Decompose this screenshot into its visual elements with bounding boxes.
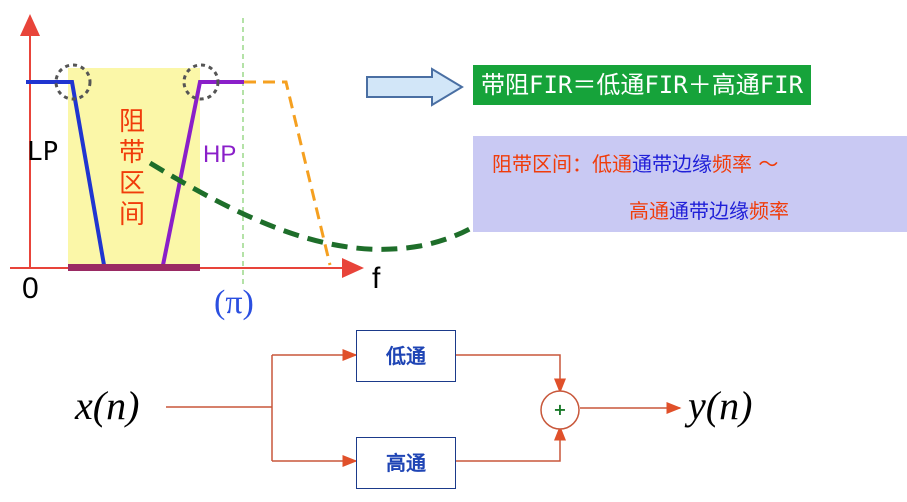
adder-plus: + bbox=[553, 400, 567, 419]
stopband-text: 阻 带 区 间 bbox=[119, 107, 149, 231]
note-passband-edge: 通带边缘 bbox=[632, 152, 712, 176]
hp-edge-circle bbox=[182, 63, 220, 101]
equals-arrow bbox=[366, 67, 464, 107]
adder-circle bbox=[540, 390, 580, 430]
lowpass-block: 低通 bbox=[356, 330, 456, 382]
note-stopband-lowpass: 阻带区间：低通 bbox=[492, 152, 632, 176]
stopband-char: 阻 bbox=[119, 107, 146, 137]
stopband-char: 区 bbox=[119, 169, 146, 199]
stopband-char: 间 bbox=[119, 200, 146, 230]
output-signal: y(n) bbox=[688, 383, 753, 428]
pi-label: (π) bbox=[214, 284, 254, 321]
highpass-block: 高通 bbox=[356, 437, 456, 489]
note-frequency: 频率 bbox=[749, 199, 789, 223]
hp-response bbox=[161, 80, 244, 266]
note-line-2: 高通通带边缘频率 bbox=[629, 195, 789, 224]
lp-label: LP bbox=[27, 137, 59, 167]
lp-edge-circle bbox=[54, 63, 92, 101]
note-passband-edge: 通带边缘 bbox=[669, 199, 749, 223]
stopband-curve-arrow bbox=[148, 160, 521, 252]
input-signal: x(n) bbox=[75, 383, 140, 428]
formula-box: 带阻FIR＝低通FIR＋高通FIR bbox=[473, 65, 812, 105]
lp-response bbox=[26, 80, 106, 266]
origin-label: 0 bbox=[22, 272, 39, 305]
note-frequency: 频率 ～ bbox=[712, 152, 779, 176]
hp-label: HP bbox=[203, 141, 237, 168]
stopband-bar bbox=[68, 264, 200, 271]
wire-highpass-to-adder bbox=[456, 425, 566, 462]
stopband-region bbox=[68, 68, 200, 268]
freq-axis-label: f bbox=[372, 262, 381, 295]
note-box: 阻带区间：低通通带边缘频率 ～ 高通通带边缘频率 bbox=[473, 136, 907, 232]
note-line-1: 阻带区间：低通通带边缘频率 ～ bbox=[492, 148, 778, 177]
wire-lowpass-to-adder bbox=[456, 354, 566, 394]
stopband-char: 带 bbox=[119, 138, 146, 168]
note-highpass: 高通 bbox=[629, 199, 669, 223]
hp-extension-dashed bbox=[244, 80, 332, 266]
